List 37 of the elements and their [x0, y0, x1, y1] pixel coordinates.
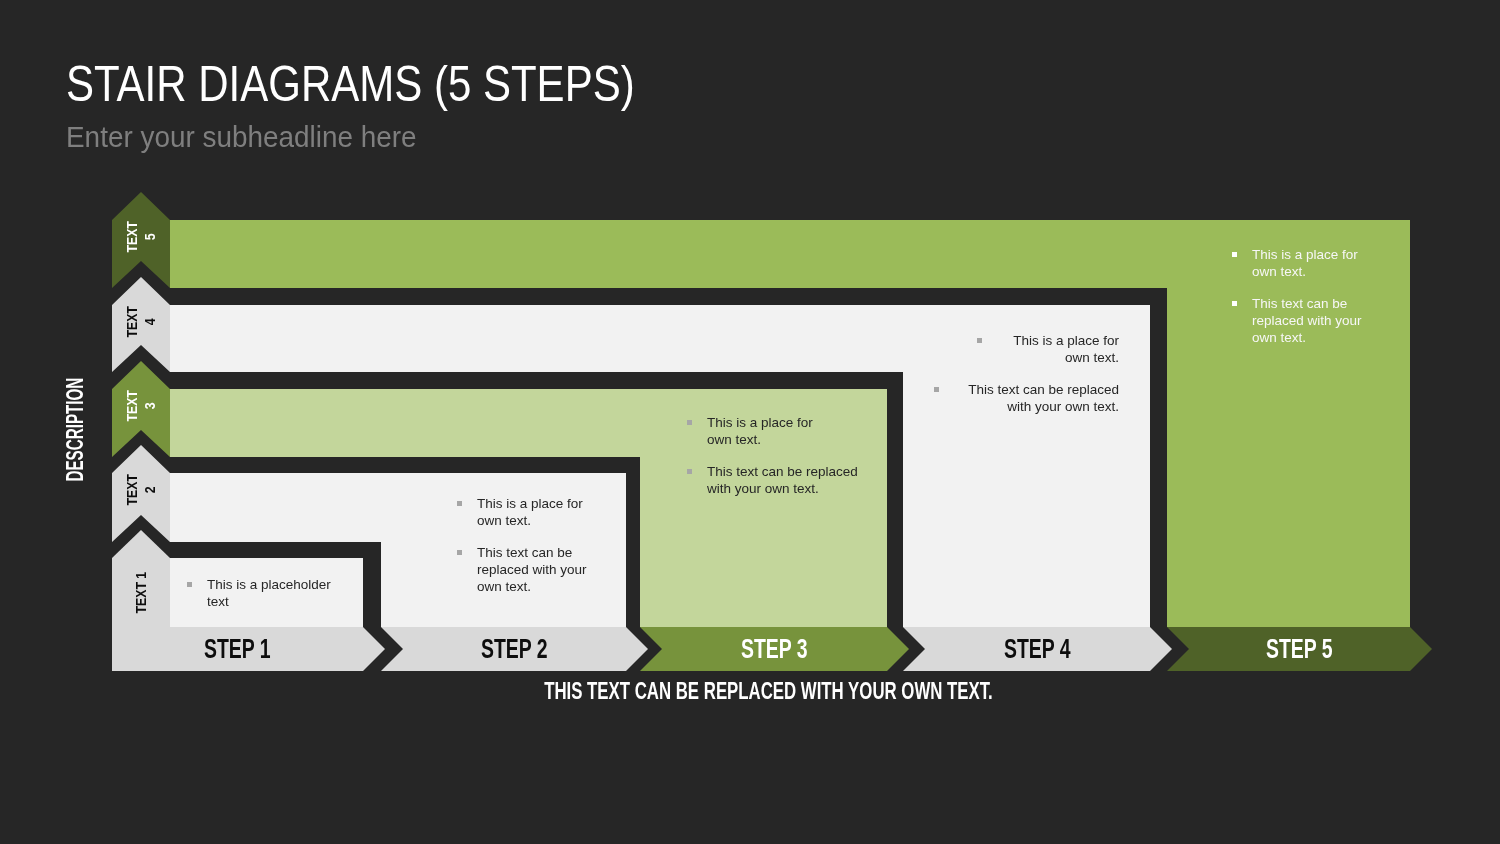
- subtitle: Enter your subheadline here: [66, 119, 417, 155]
- stair-band: [170, 558, 363, 627]
- bullet-text: This text can be replaced with your own text.: [477, 544, 588, 595]
- bullet-text: This text can be replaced with your own text.: [707, 463, 859, 497]
- bullet-text: This is a place for own text.: [707, 414, 814, 448]
- step-label: STEP 2: [481, 634, 548, 664]
- step-banner: [1167, 627, 1432, 671]
- step-banner: [903, 627, 1172, 671]
- bullet-text: This text can be replaced with your own text.: [1252, 295, 1363, 346]
- side-tab: [112, 277, 170, 372]
- bullet-text: This is a place for own text.: [1252, 246, 1359, 280]
- title: STAIR DIAGRAMS (5 STEPS): [66, 55, 635, 114]
- stair-band: [170, 389, 887, 627]
- side-tab: [112, 530, 170, 627]
- tab-label: TEXT 2: [123, 473, 159, 507]
- bullet-text: This is a place for own text.: [477, 495, 584, 529]
- stair-band: [170, 220, 1410, 627]
- step-label: STEP 3: [741, 634, 808, 664]
- tab-label: TEXT 1: [132, 570, 150, 616]
- axis-label: DESCRIPTION: [63, 378, 87, 482]
- tab-label: TEXT 5: [123, 220, 159, 254]
- step-banner: [381, 627, 648, 671]
- step-banner: [640, 627, 909, 671]
- step-label: STEP 1: [204, 634, 271, 664]
- tab-label: TEXT 3: [123, 389, 159, 423]
- tab-label: TEXT 4: [123, 305, 159, 339]
- bullet-text: This text can be replaced with your own text.: [967, 381, 1119, 415]
- stair-band: [170, 305, 1150, 627]
- bullet-text: This is a place for own text.: [1012, 332, 1119, 366]
- step-label: STEP 5: [1266, 634, 1333, 664]
- side-tab: [112, 445, 170, 542]
- bullet-text: This is a placeholder text: [207, 576, 332, 610]
- step-label: STEP 4: [1004, 634, 1071, 664]
- side-tab: [112, 361, 170, 457]
- caption: THIS TEXT CAN BE REPLACED WITH YOUR OWN TEXT.: [543, 676, 993, 706]
- side-tab: [112, 192, 170, 288]
- stair-band: [170, 473, 626, 627]
